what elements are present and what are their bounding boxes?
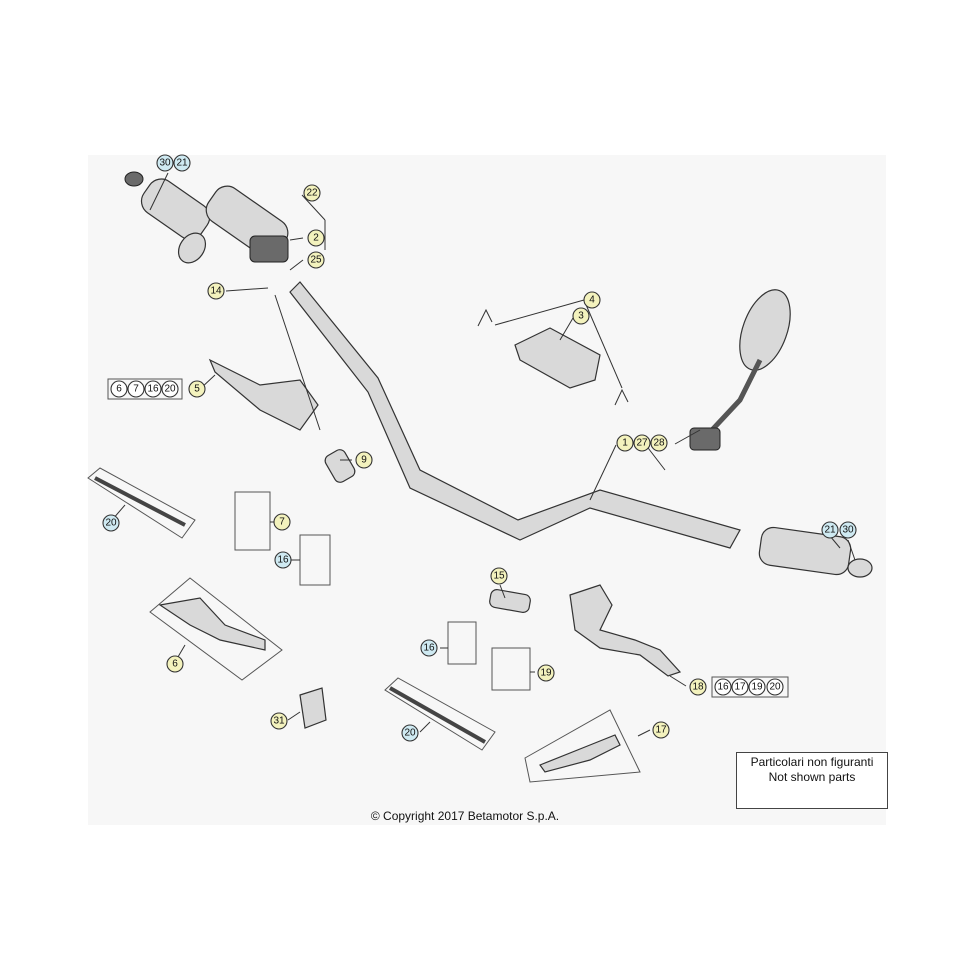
spring-kit-left	[94, 476, 186, 527]
callout-30b: 30	[839, 521, 857, 539]
box-lever-left	[149, 577, 283, 681]
callout-18: 18	[689, 678, 707, 696]
callout-16a: 16	[274, 551, 292, 569]
callout-21a: 21	[173, 154, 191, 172]
callout-30a: 30	[156, 154, 174, 172]
callout-group-left: 6 7 16 20	[107, 378, 183, 400]
brake-assembly	[489, 584, 682, 677]
svg-text:15: 15	[493, 571, 505, 582]
callout-2: 2	[307, 229, 325, 247]
callout-27: 27	[633, 434, 651, 452]
svg-text:14: 14	[210, 286, 222, 297]
svg-text:16: 16	[423, 643, 435, 654]
svg-text:20: 20	[105, 518, 117, 529]
callout-group-left-6: 6	[110, 380, 128, 398]
diagram-canvas	[88, 155, 886, 825]
callout-9: 9	[355, 451, 373, 469]
callout-31: 31	[270, 712, 288, 730]
svg-text:16: 16	[717, 682, 729, 693]
svg-text:20: 20	[404, 728, 416, 739]
left-grip	[124, 171, 211, 264]
svg-text:18: 18	[692, 682, 704, 693]
callout-17: 17	[652, 721, 670, 739]
handlebar-clamp	[477, 308, 629, 406]
callout-20a: 20	[102, 514, 120, 532]
protector	[299, 687, 327, 729]
svg-text:4: 4	[589, 295, 595, 306]
svg-text:6: 6	[116, 384, 122, 395]
mirror	[689, 289, 791, 451]
callout-group-left-7: 7	[127, 380, 145, 398]
callout-group-right: 16 17 19 20	[711, 676, 789, 698]
svg-text:9: 9	[361, 455, 367, 466]
lever-left	[158, 597, 266, 651]
svg-text:1: 1	[622, 438, 628, 449]
box-spring-right	[384, 677, 496, 751]
callout-6: 6	[166, 655, 184, 673]
throttle-grip	[205, 185, 289, 263]
svg-text:27: 27	[636, 438, 648, 449]
callout-group-right-19: 19	[748, 678, 766, 696]
svg-text:31: 31	[273, 716, 285, 727]
callout-25: 25	[307, 251, 325, 269]
svg-text:5: 5	[194, 384, 200, 395]
copyright-text: © Copyright 2017 Betamotor S.p.A.	[370, 809, 560, 823]
svg-text:21: 21	[176, 158, 188, 169]
not-shown-parts-box: Particolari non figuranti Not shown part…	[736, 752, 888, 809]
handlebar	[289, 281, 741, 549]
callout-group-right-16: 16	[714, 678, 732, 696]
clutch-assembly	[208, 294, 356, 483]
callout-4: 4	[583, 291, 601, 309]
svg-text:19: 19	[540, 668, 552, 679]
svg-text:17: 17	[734, 682, 746, 693]
box-19	[491, 647, 531, 691]
svg-text:16: 16	[277, 555, 289, 566]
svg-text:20: 20	[164, 384, 176, 395]
note-line-english: Not shown parts	[768, 770, 856, 784]
note-line-italian: Particolari non figuranti	[750, 755, 874, 769]
callout-5: 5	[188, 380, 206, 398]
callout-1: 1	[616, 434, 634, 452]
svg-text:19: 19	[751, 682, 763, 693]
callout-22: 22	[303, 184, 321, 202]
callout-19: 19	[537, 664, 555, 682]
callout-15: 15	[490, 567, 508, 585]
svg-text:16: 16	[147, 384, 159, 395]
svg-text:20: 20	[769, 682, 781, 693]
callout-20b: 20	[401, 724, 419, 742]
svg-text:28: 28	[653, 438, 665, 449]
svg-text:3: 3	[578, 311, 584, 322]
leader-lines	[111, 172, 856, 737]
svg-text:30: 30	[842, 525, 854, 536]
svg-text:7: 7	[133, 384, 139, 395]
svg-text:7: 7	[279, 517, 285, 528]
svg-text:22: 22	[306, 188, 318, 199]
spring-kit-right	[389, 686, 486, 744]
callout-16b: 16	[420, 639, 438, 657]
box-16b	[447, 621, 477, 665]
svg-text:17: 17	[655, 725, 667, 736]
svg-text:2: 2	[313, 233, 319, 244]
svg-text:21: 21	[824, 525, 836, 536]
lever-right	[539, 734, 621, 773]
callout-3: 3	[572, 307, 590, 325]
right-grip	[758, 526, 873, 578]
svg-text:25: 25	[310, 255, 322, 266]
callout-21b: 21	[821, 521, 839, 539]
svg-text:30: 30	[159, 158, 171, 169]
callout-7: 7	[273, 513, 291, 531]
box-lever-right	[524, 709, 641, 783]
box-spring-left	[87, 467, 196, 539]
box-16a	[299, 534, 331, 586]
callout-group-left-20: 20	[161, 380, 179, 398]
box-7	[234, 491, 271, 551]
callout-14: 14	[207, 282, 225, 300]
callout-group-right-17: 17	[731, 678, 749, 696]
callout-28: 28	[650, 434, 668, 452]
svg-text:6: 6	[172, 659, 178, 670]
callout-group-right-20: 20	[766, 678, 784, 696]
callout-group-left-16: 16	[144, 380, 162, 398]
